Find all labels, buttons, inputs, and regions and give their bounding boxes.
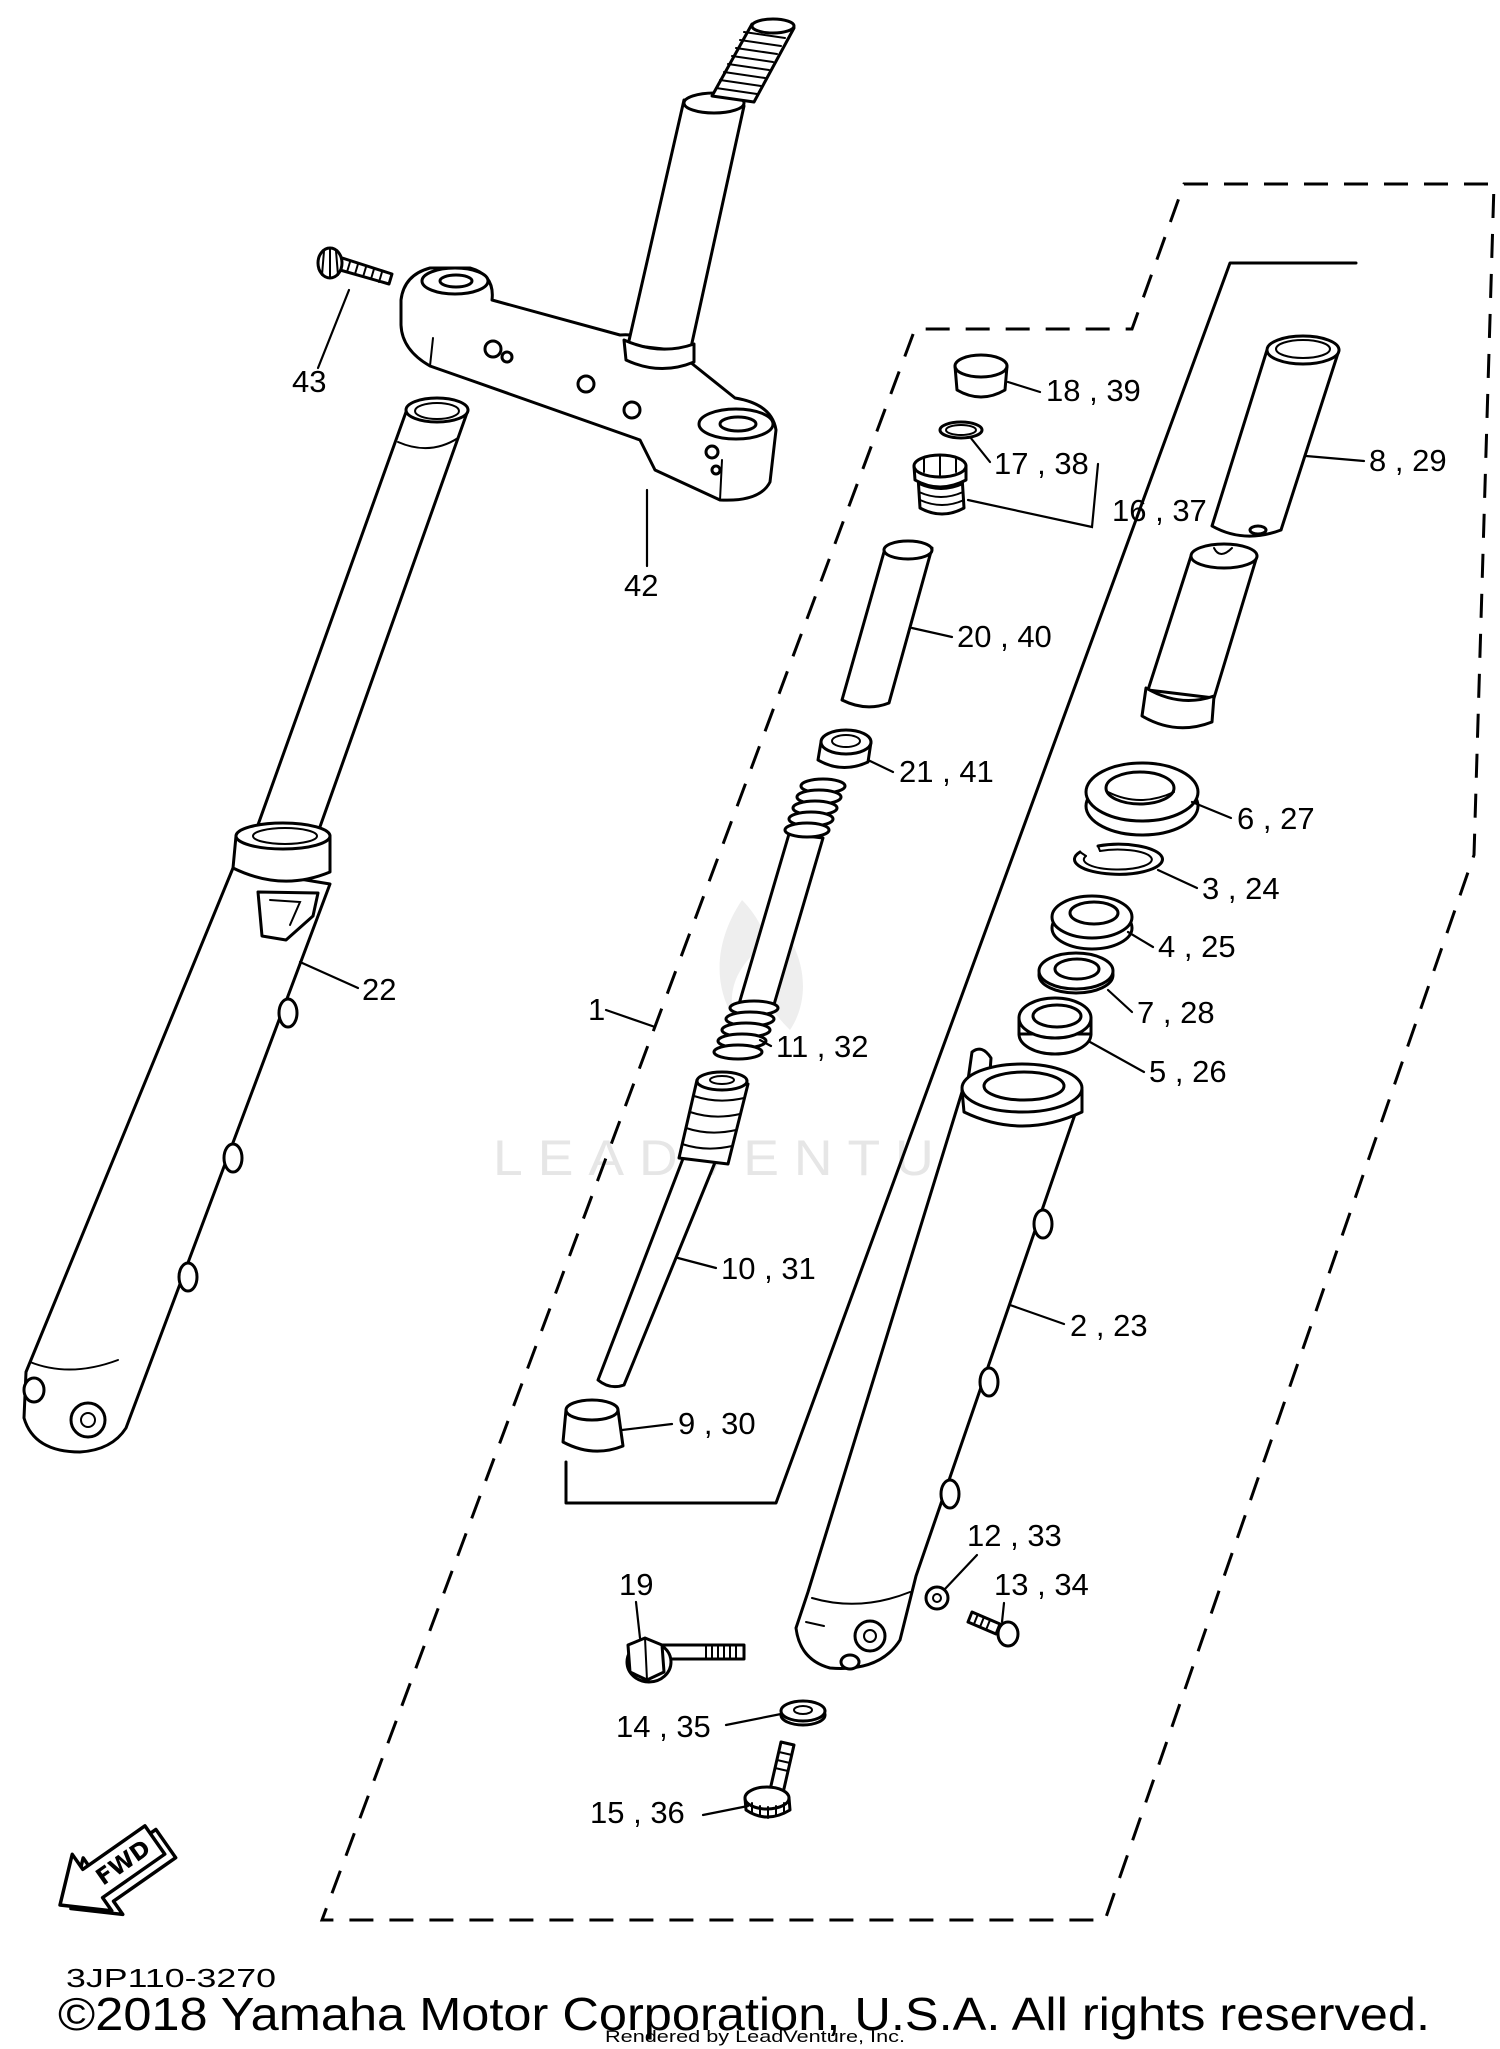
part-5-26-slide-bushing (1017, 996, 1093, 1056)
diagram-code: 3JP110-3270 (66, 1963, 276, 1993)
callout-22: 22 (362, 972, 396, 1007)
leader-9-30 (620, 1422, 674, 1432)
callout-15-36: 15 , 36 (590, 1795, 685, 1830)
copyright-notice: ©2018 Yamaha Motor Corporation, U.S.A. A… (58, 1988, 1430, 2040)
callout-13-34: 13 , 34 (994, 1567, 1089, 1602)
leader-14-35 (724, 1712, 783, 1727)
callout-7-28: 7 , 28 (1137, 995, 1215, 1030)
leader-lines (298, 288, 1366, 1817)
part-6-27-oil-seal (1084, 761, 1200, 837)
leader-19 (634, 1600, 642, 1640)
inner-tube-lower-section (1140, 542, 1259, 730)
part-7-28-washer (1037, 951, 1115, 995)
callout-labels: 43 42 22 18 , 39 17 , 38 16 , 37 8 , 29 … (292, 364, 1447, 1830)
leader-20-40 (910, 626, 954, 639)
part-12-33-washer (924, 1585, 950, 1611)
leader-17-38 (968, 435, 992, 464)
part-42-under-bracket (399, 17, 796, 502)
leader-3-24 (1156, 868, 1199, 890)
part-10-31-damper-rod (596, 1070, 750, 1389)
rendered-by-credit: Rendered by LeadVenture, Inc. (605, 2027, 905, 2046)
leader-1 (604, 1008, 657, 1029)
part-9-30-oil-lock-piece (561, 1398, 625, 1453)
fwd-arrow-icon: FWD (58, 1824, 178, 1917)
part-8-29-inner-tube (1210, 334, 1341, 538)
part-13-34-bolt (966, 1610, 1020, 1648)
bracket-16-37 (966, 462, 1100, 529)
part-3-24-circlip (1072, 842, 1164, 876)
callout-16-37: 16 , 37 (1112, 493, 1207, 528)
leader-5-26 (1088, 1040, 1146, 1074)
leader-4-25 (1126, 930, 1155, 949)
callout-12-33: 12 , 33 (967, 1518, 1062, 1553)
part-19-axle-bolt (625, 1636, 746, 1684)
part-21-41-spring-seat (816, 728, 873, 769)
callout-14-35: 14 , 35 (616, 1709, 711, 1744)
leader-21-41 (866, 758, 895, 774)
callout-19: 19 (619, 1567, 653, 1602)
callout-10-31: 10 , 31 (721, 1251, 816, 1286)
callout-4-25: 4 , 25 (1158, 929, 1236, 964)
part-22-fork-leg-left (22, 396, 470, 1454)
callout-20-40: 20 , 40 (957, 619, 1052, 654)
callout-43: 43 (292, 364, 326, 399)
callout-2-23: 2 , 23 (1070, 1308, 1148, 1343)
leader-18-39 (1006, 380, 1042, 394)
callout-1: 1 (588, 992, 605, 1027)
leader-11-32 (758, 1038, 773, 1048)
callout-6-27: 6 , 27 (1237, 801, 1315, 836)
part-11-32-fork-spring (712, 777, 847, 1061)
callout-11-32: 11 , 32 (776, 1029, 869, 1064)
callout-3-24: 3 , 24 (1202, 871, 1280, 906)
part-43-pinch-bolt (316, 246, 394, 286)
callout-42: 42 (624, 568, 658, 603)
leader-7-28 (1106, 988, 1134, 1014)
leader-2-23 (1008, 1303, 1066, 1326)
assembly-1-bracket (564, 261, 1358, 1505)
leader-10-31 (676, 1256, 718, 1270)
callout-8-29: 8 , 29 (1369, 443, 1447, 478)
part-14-35-washer (779, 1699, 827, 1727)
leader-43 (316, 288, 351, 370)
callout-21-41: 21 , 41 (899, 754, 994, 789)
part-17-38-o-ring (938, 420, 984, 440)
part-15-36-bolt (743, 1740, 796, 1819)
leader-8-29 (1304, 454, 1366, 463)
leader-22 (298, 960, 360, 990)
part-20-40-spacer (840, 539, 934, 709)
leader-15-36 (701, 1804, 750, 1817)
leader-13-34 (1000, 1601, 1006, 1624)
callout-17-38: 17 , 38 (994, 446, 1089, 481)
leader-6-27 (1190, 800, 1233, 820)
callout-9-30: 9 , 30 (678, 1406, 756, 1441)
callout-18-39: 18 , 39 (1046, 373, 1141, 408)
part-2-23-outer-tube (794, 1047, 1084, 1671)
part-18-39-cap (953, 353, 1009, 399)
part-16-37-cap-bolt (912, 453, 968, 516)
callout-5-26: 5 , 26 (1149, 1054, 1227, 1089)
assembly-boundary-dashed (319, 182, 1496, 1922)
leader-12-33 (942, 1553, 979, 1592)
part-4-25-washer (1050, 894, 1134, 951)
